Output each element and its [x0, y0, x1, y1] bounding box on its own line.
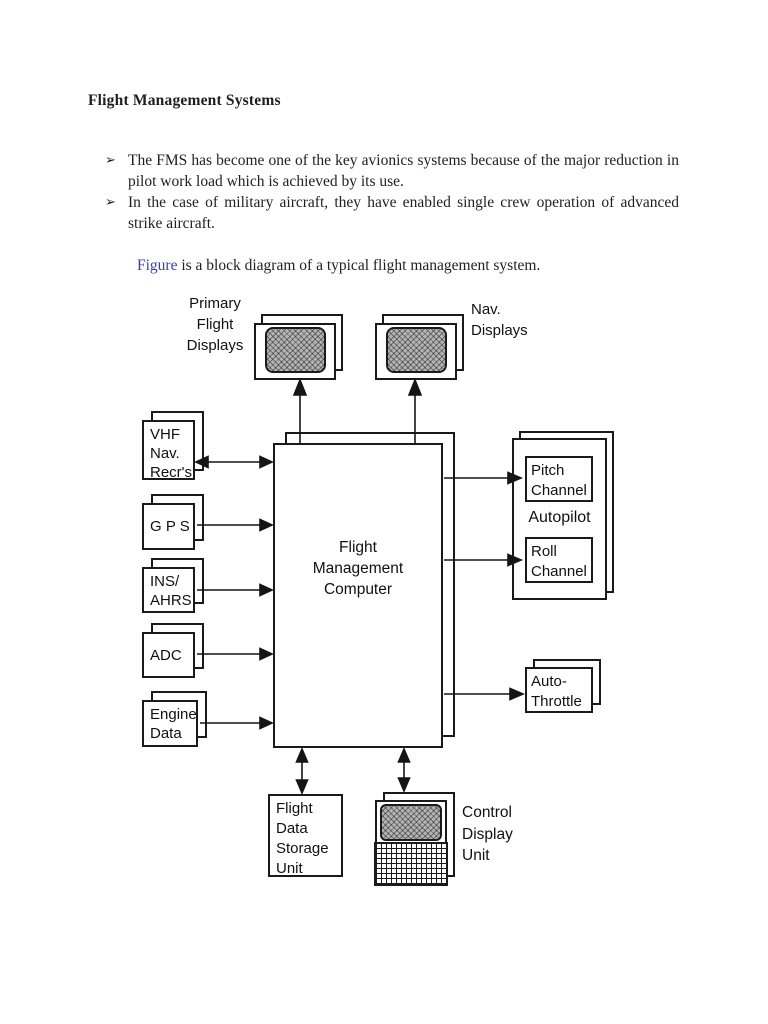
gps-box: G P S	[142, 503, 195, 550]
connector-ins-to-fmc	[197, 583, 274, 597]
list-item: ➢ In the case of military aircraft, they…	[88, 192, 679, 234]
connector-gps-to-fmc	[197, 518, 274, 532]
connector-engine-to-fmc	[200, 716, 274, 730]
bullet-text: In the case of military aircraft, they h…	[128, 194, 679, 232]
nav-displays-label: Nav.Displays	[471, 301, 528, 339]
cdu-keyboard-icon	[374, 842, 448, 886]
pfd-screen-icon	[265, 327, 326, 373]
figure-sentence: Figure is a block diagram of a typical f…	[137, 255, 540, 276]
autopilot-label: Autopilot	[528, 509, 591, 526]
connector-fmc-fdsu-bidirectional	[295, 746, 309, 796]
connector-adc-to-fmc	[197, 647, 274, 661]
connector-fmc-to-autothrottle	[444, 687, 526, 701]
ins-ahrs-box: INS/AHRS	[142, 567, 195, 613]
figure-sentence-rest: is a block diagram of a typical flight m…	[177, 257, 541, 274]
connector-fmc-to-roll-channel	[444, 553, 524, 567]
figure-link[interactable]: Figure	[137, 257, 178, 274]
connector-fmc-to-pfd	[292, 377, 308, 444]
page-title: Flight Management Systems	[88, 92, 281, 109]
list-item: ➢ The FMS has become one of the key avio…	[88, 150, 679, 192]
ins-ahrs-label: INS/AHRS	[150, 573, 192, 609]
connector-vhf-fmc-bidirectional	[194, 455, 274, 469]
fmc-label: Flight Management Computer	[312, 539, 404, 598]
autothrottle-label: Auto-Throttle	[531, 673, 582, 710]
adc-label: ADC	[150, 646, 182, 664]
connector-fmc-to-pitch-channel	[444, 471, 524, 485]
bullet-text: The FMS has become one of the key avioni…	[128, 152, 679, 190]
bullet-list: ➢ The FMS has become one of the key avio…	[88, 150, 679, 234]
flight-management-computer-box	[273, 443, 443, 748]
autothrottle-box: Auto-Throttle	[525, 667, 593, 713]
gps-label: G P S	[150, 518, 190, 535]
connector-fmc-cdu-bidirectional	[397, 746, 411, 794]
cdu-screen-icon	[380, 804, 442, 841]
bullet-arrow-icon: ➢	[105, 195, 116, 210]
nav-screen-icon	[386, 327, 447, 373]
adc-box: ADC	[142, 632, 195, 678]
connector-fmc-to-nav-display	[407, 377, 423, 444]
bullet-arrow-icon: ➢	[105, 153, 116, 168]
